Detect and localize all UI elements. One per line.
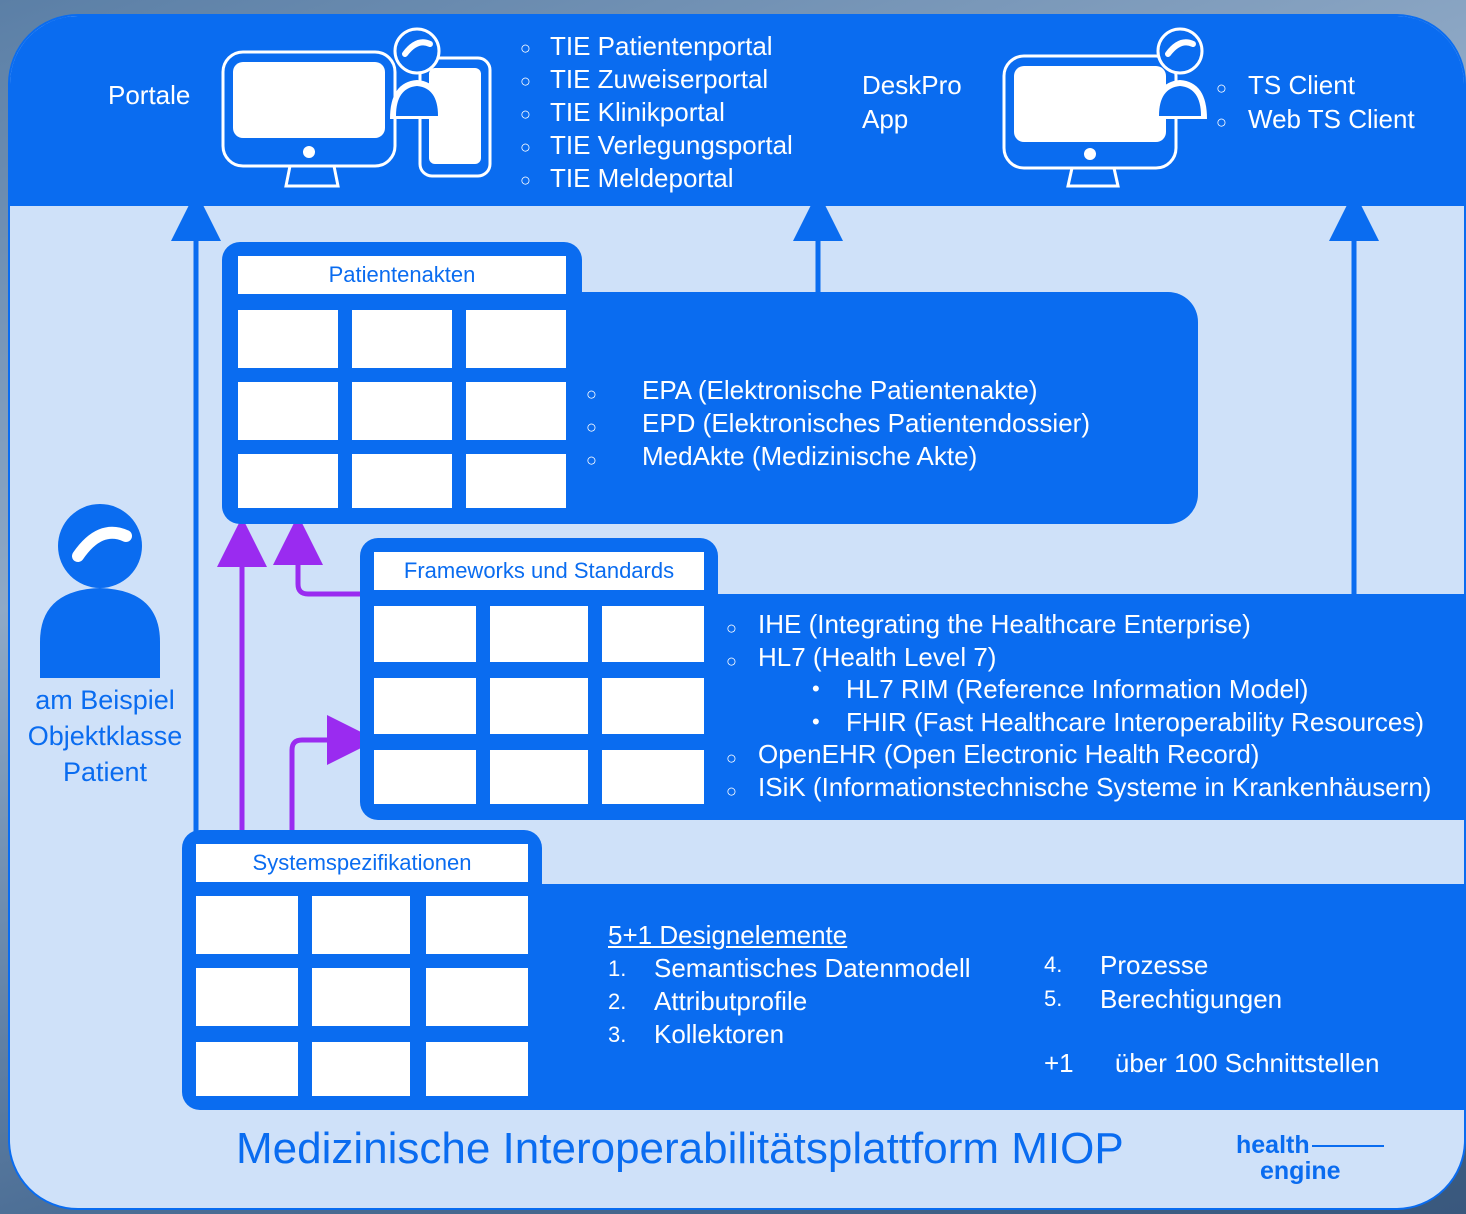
grid-cell [602,678,704,734]
list-item[interactable]: ○TIE Klinikportal [520,97,725,127]
deskpro-list: ○TS Client ○Web TS Client [1216,68,1415,136]
healthengine-logo: health engine [1236,1132,1384,1184]
page-title: Medizinische Interoperabilitätsplattform… [236,1124,1124,1173]
grid-cell [466,310,566,368]
list-item[interactable]: ○EPA (Elektronische Patientenakte) [586,375,1038,405]
list-item[interactable]: 1.Semantisches Datenmodell [608,953,971,983]
portals-label: Portale [108,80,191,110]
grid-cell [602,606,704,662]
grid-cell [602,750,704,804]
list-item[interactable]: ○MedAkte (Medizinische Akte) [586,441,978,471]
patientenakten-grid-card: Patientenakten [222,242,582,524]
plus-one-label: +1 [1044,1048,1074,1078]
patient-label-line3: Patient [62,757,148,787]
schnittstellen-row: +1 über 100 Schnittstellen [1044,1048,1379,1079]
list-item[interactable]: ○OpenEHR (Open Electronic Health Record) [726,739,1260,770]
list-item[interactable]: •FHIR (Fast Healthcare Interoperability … [812,706,1424,737]
list-item[interactable]: ○ISiK (Informationstechnische Systeme in… [726,771,1432,802]
list-item[interactable]: ○TIE Zuweiserportal [520,64,769,94]
systemspezifikationen-grid-card: Systemspezifikationen [182,830,542,1110]
grid-cell [426,1042,528,1096]
grid-cell [466,454,566,508]
grid-cell [374,750,476,804]
list-item[interactable]: ○TIE Meldeportal [520,163,734,193]
grid-cell [312,896,410,954]
connector-arrows [171,191,1379,832]
grid-cell [374,606,476,662]
list-item[interactable]: ○Web TS Client [1216,104,1415,134]
grid-cell [490,606,588,662]
frameworks-tab[interactable]: Frameworks und Standards [374,552,704,590]
grid-cell [352,310,452,368]
logo-line1: health [1236,1131,1310,1159]
systemspezifikationen-tab[interactable]: Systemspezifikationen [196,844,528,882]
portals-list: ○TIE Patientenportal ○TIE Zuweiserportal… [520,30,793,195]
grid-cell [426,968,528,1026]
patient-label-line1: am Beispiel [35,685,175,715]
list-item[interactable]: ○HL7 (Health Level 7) [726,641,997,672]
grid-cell [426,896,528,954]
grid-cell [352,382,452,440]
patientenakten-list: ○EPA (Elektronische Patientenakte) ○EPD … [586,374,1090,473]
list-item[interactable]: ○EPD (Elektronisches Patientendossier) [586,408,1090,438]
designelemente-left-list: 1.Semantisches Datenmodell 2.Attributpro… [608,952,971,1051]
grid-cell [238,454,338,508]
list-item[interactable]: 5.Berechtigungen [1044,984,1283,1014]
deskpro-label-line2: App [862,104,909,134]
patient-label-line2: Objektklasse [27,721,183,751]
frameworks-list: ○IHE (Integrating the Healthcare Enterpr… [726,608,1431,804]
list-item[interactable]: •HL7 RIM (Reference Information Model) [812,674,1309,705]
list-item[interactable]: 3.Kollektoren [608,1019,785,1049]
list-item[interactable]: ○TIE Patientenportal [520,31,773,61]
deskpro-label-line1: DeskPro [862,70,962,100]
designelemente-heading: 5+1 Designelemente [608,920,848,950]
miop-panel: Portale ○TIE Patientenportal ○TIE Zuweis… [8,14,1466,1210]
grid-cell [196,968,298,1026]
patient-icon [40,504,160,678]
frameworks-grid-card: Frameworks und Standards [360,538,718,820]
desktop-user-icon [1002,27,1207,188]
grid-cell [312,968,410,1026]
grid-cell [238,382,338,440]
list-item[interactable]: 2.Attributprofile [608,986,808,1016]
list-item[interactable]: 4.Prozesse [1044,950,1209,980]
grid-cell [374,678,476,734]
grid-cell [490,750,588,804]
deskpro-label: DeskPro App [862,68,962,136]
logo-line2: engine [1260,1157,1341,1185]
patient-label: am Beispiel Objektklasse Patient [10,682,200,790]
patientenakten-tab[interactable]: Patientenakten [238,256,566,294]
list-item[interactable]: ○IHE (Integrating the Healthcare Enterpr… [726,609,1251,639]
grid-cell [466,382,566,440]
list-item[interactable]: ○TIE Verlegungsportal [520,130,793,160]
monitor-user-icon [221,27,492,188]
grid-cell [196,896,298,954]
grid-cell [196,1042,298,1096]
list-item[interactable]: ○TS Client [1216,70,1355,100]
grid-cell [238,310,338,368]
grid-cell [312,1042,410,1096]
schnittstellen-label: über 100 Schnittstellen [1114,1048,1380,1078]
designelemente-right-list: 4.Prozesse 5.Berechtigungen [1044,948,1282,1016]
grid-cell [352,454,452,508]
grid-cell [490,678,588,734]
